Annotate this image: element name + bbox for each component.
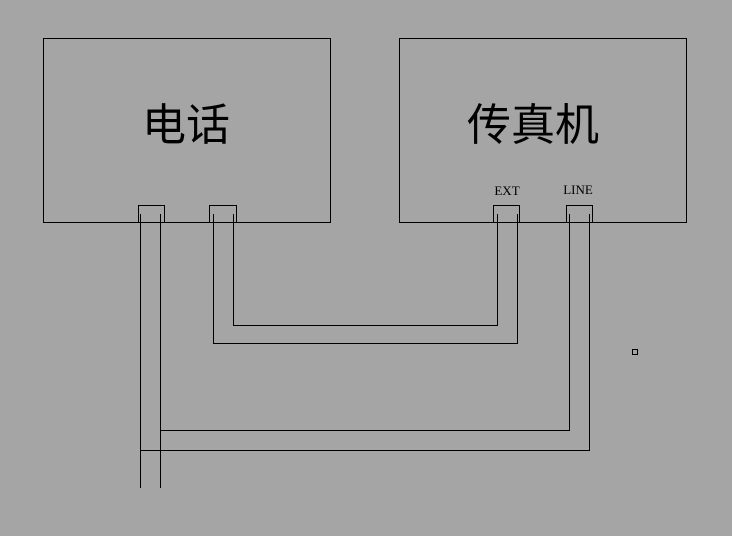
fax-box bbox=[399, 38, 687, 223]
phone-port-left bbox=[138, 205, 165, 223]
phone-port-right bbox=[209, 205, 237, 223]
wire-ext-outer bbox=[213, 214, 518, 344]
wire-ext-inner bbox=[233, 214, 498, 326]
phone-label: 电话 bbox=[142, 100, 230, 151]
fax-port-line-label: LINE bbox=[563, 182, 593, 197]
phone-box bbox=[43, 38, 331, 223]
wire-line-outer bbox=[140, 214, 590, 451]
fax-label: 传真机 bbox=[467, 100, 599, 151]
small-marker bbox=[632, 349, 638, 355]
fax-port-line bbox=[566, 205, 593, 223]
fax-port-ext bbox=[493, 205, 520, 223]
fax-port-ext-label: EXT bbox=[494, 183, 519, 198]
wire-line-inner bbox=[160, 214, 570, 431]
